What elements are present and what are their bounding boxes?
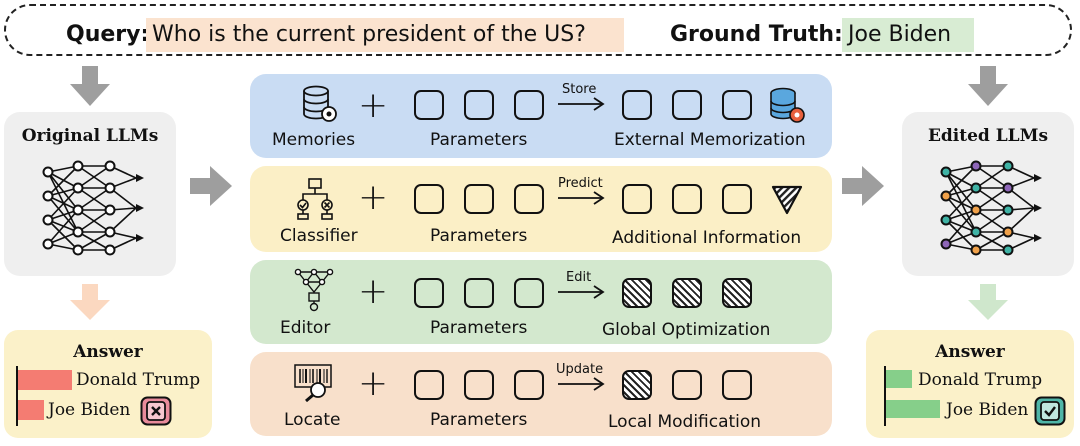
plus-sign: +	[358, 271, 389, 312]
query-banner: Query: Who is the current president of t…	[4, 4, 1072, 56]
answer-title: Answer	[73, 342, 143, 362]
result-square	[722, 184, 752, 214]
param-square	[464, 184, 494, 214]
params-label: Parameters	[430, 318, 528, 338]
result-label: Additional Information	[612, 228, 802, 248]
result-square	[622, 90, 652, 120]
answer-bar-trump	[18, 370, 72, 390]
right-arrow-out-icon	[842, 166, 884, 206]
ground-truth-label: Ground Truth:	[670, 22, 843, 47]
right-arrow-in-icon	[190, 166, 232, 206]
action-label: Store	[562, 82, 597, 97]
down-arrow-right-icon	[968, 66, 1008, 106]
result-square	[672, 184, 702, 214]
param-square	[514, 278, 544, 308]
edited-llms-panel: Edited LLMs	[902, 112, 1074, 276]
result-square	[622, 184, 652, 214]
params-label: Parameters	[430, 130, 528, 150]
query-label: Query:	[66, 22, 150, 47]
source-label: Classifier	[280, 226, 358, 246]
param-square	[414, 370, 444, 400]
param-square	[514, 184, 544, 214]
source-label: Locate	[284, 410, 341, 430]
barcode-search-icon	[294, 364, 332, 402]
params-label: Parameters	[430, 410, 528, 430]
param-square	[464, 278, 494, 308]
answer-item-biden: Joe Biden	[946, 400, 1029, 420]
answer-bar-trump	[886, 370, 912, 388]
answer-title: Answer	[935, 342, 1005, 362]
result-square	[672, 370, 702, 400]
param-square	[414, 90, 444, 120]
param-square	[464, 90, 494, 120]
neural-network-icon	[42, 160, 144, 256]
param-square	[464, 370, 494, 400]
method-row-memories: + Store Memories Parameters External Mem…	[250, 74, 832, 158]
action-label: Update	[556, 362, 604, 377]
answer-axis	[16, 366, 18, 426]
result-square	[722, 370, 752, 400]
action-label: Predict	[558, 176, 603, 191]
classifier-tree-icon	[297, 178, 333, 220]
wrong-mark-icon	[140, 396, 172, 426]
answer-bar-biden	[886, 400, 940, 418]
arrow-icon	[558, 191, 605, 205]
query-text: Who is the current president of the US?	[146, 18, 624, 52]
check-mark-icon	[1034, 396, 1066, 426]
plus-sign: +	[358, 177, 389, 218]
edited-llms-title: Edited LLMs	[927, 126, 1049, 146]
edited-neural-network-icon	[940, 160, 1042, 256]
hatched-square	[722, 278, 752, 308]
arrow-icon	[558, 285, 605, 299]
down-arrow-wrong-icon	[70, 284, 110, 320]
answer-panel-edited: Answer Donald Trump Joe Biden	[866, 330, 1074, 438]
param-square	[414, 278, 444, 308]
original-llms-panel: Original LLMs	[4, 112, 176, 276]
answer-bar-biden	[18, 400, 44, 420]
result-label: Local Modification	[608, 412, 762, 432]
answer-item-biden: Joe Biden	[48, 400, 131, 420]
answer-item-trump: Donald Trump	[76, 370, 201, 390]
memory-database-icon	[770, 87, 805, 123]
answer-item-trump: Donald Trump	[918, 370, 1043, 390]
editor-network-icon	[294, 268, 334, 312]
result-square	[672, 90, 702, 120]
answer-axis	[884, 366, 886, 426]
action-label: Edit	[566, 270, 592, 285]
params-label: Parameters	[430, 226, 528, 246]
arrow-icon	[558, 377, 605, 391]
database-gear-icon	[303, 85, 337, 122]
method-row-editor: + Edit Editor Parameters Global Optimiza…	[250, 260, 832, 344]
method-row-locate: + Update Locate Parameters Local Modific…	[250, 352, 832, 436]
param-square	[514, 90, 544, 120]
hatched-triangle-icon	[771, 185, 803, 215]
hatched-square	[622, 370, 652, 400]
source-label: Editor	[280, 318, 331, 338]
plus-sign: +	[358, 363, 389, 404]
plus-sign: +	[358, 85, 389, 126]
method-row-classifier: + Predict Classifier Parameters Addition…	[250, 166, 832, 252]
down-arrow-left-icon	[70, 66, 110, 106]
ground-truth-text: Joe Biden	[842, 18, 974, 52]
answer-panel-original: Answer Donald Trump Joe Biden	[4, 330, 212, 438]
result-label: External Memorization	[614, 130, 806, 150]
down-arrow-right-answer-icon	[968, 284, 1008, 320]
hatched-square	[672, 278, 702, 308]
source-label: Memories	[272, 130, 356, 150]
arrow-icon	[558, 97, 605, 111]
param-square	[414, 184, 444, 214]
result-square	[722, 90, 752, 120]
result-label: Global Optimization	[602, 320, 771, 340]
param-square	[514, 370, 544, 400]
hatched-square	[622, 278, 652, 308]
original-llms-title: Original LLMs	[21, 126, 159, 146]
